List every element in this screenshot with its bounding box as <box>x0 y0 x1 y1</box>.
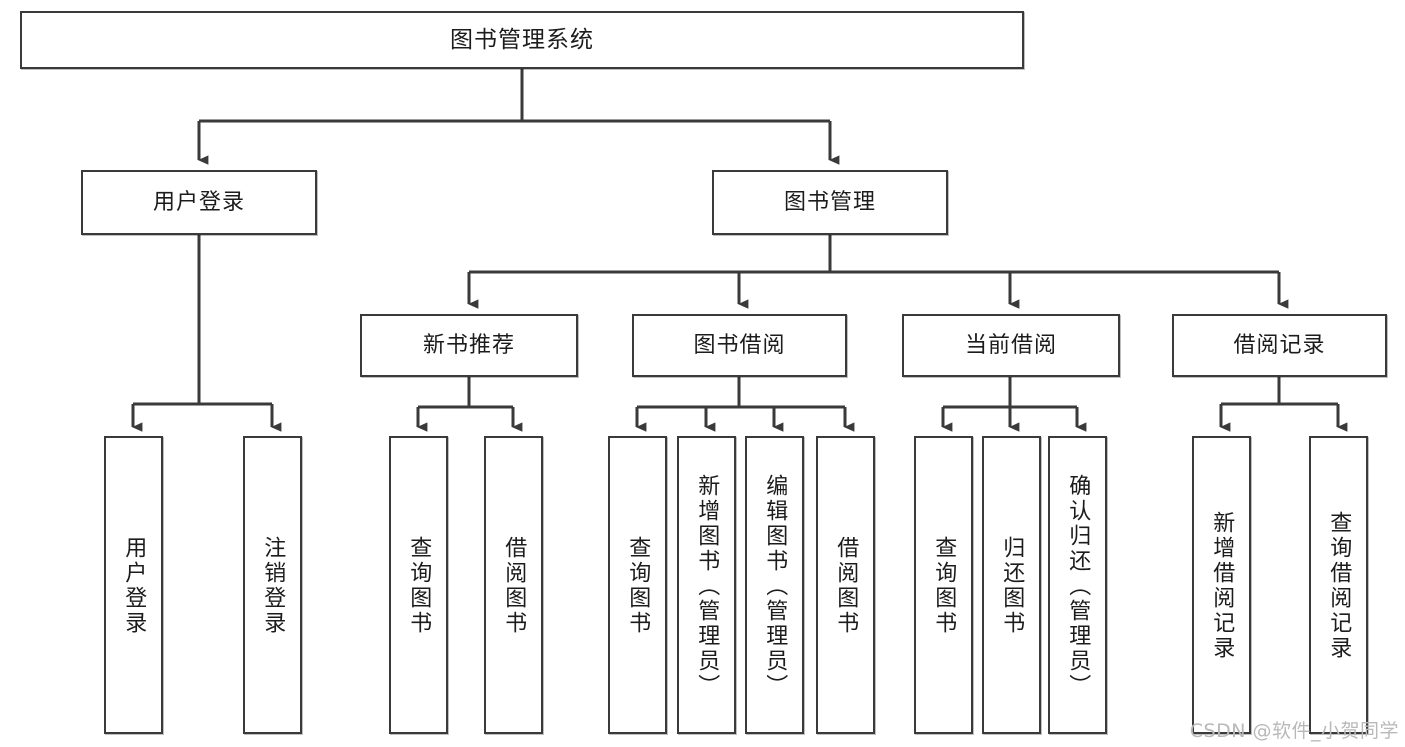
node-label: 注销登录 <box>260 536 286 636</box>
node-label: 编辑图书（管理员） <box>762 473 788 699</box>
node-label: 借阅记录 <box>1233 332 1326 358</box>
node-label: 当前借阅 <box>964 332 1057 358</box>
node-label: 查询图书 <box>931 536 957 636</box>
node-label: 用户登录 <box>121 536 147 636</box>
node-book-borrow[interactable]: 图书借阅 <box>632 314 847 377</box>
leaf-borrow-add-book-admin[interactable]: 新增图书（管理员） <box>677 436 736 734</box>
node-label: 新增图书（管理员） <box>694 473 720 699</box>
leaf-current-confirm-return-admin[interactable]: 确认归还（管理员） <box>1048 436 1107 734</box>
node-label: 图书管理系统 <box>450 26 594 53</box>
leaf-records-query-record[interactable]: 查询借阅记录 <box>1309 436 1368 734</box>
node-label: 查询借阅记录 <box>1326 511 1352 661</box>
node-label: 新书推荐 <box>422 332 515 358</box>
node-label: 借阅图书 <box>833 536 859 636</box>
leaf-borrow-query-book[interactable]: 查询图书 <box>608 436 667 734</box>
node-current-borrow[interactable]: 当前借阅 <box>902 314 1120 377</box>
leaf-current-query-book[interactable]: 查询图书 <box>914 436 973 734</box>
node-label: 查询图书 <box>406 536 432 636</box>
node-label: 查询图书 <box>625 536 651 636</box>
leaf-borrow-edit-book-admin[interactable]: 编辑图书（管理员） <box>745 436 804 734</box>
leaf-user-login-login[interactable]: 用户登录 <box>104 436 163 734</box>
node-label: 图书借阅 <box>693 332 786 358</box>
node-user-login[interactable]: 用户登录 <box>81 170 317 235</box>
csdn-watermark: CSDN @软件_小贺同学 <box>1189 720 1399 742</box>
node-label: 归还图书 <box>999 536 1025 636</box>
node-label: 确认归还（管理员） <box>1065 473 1091 699</box>
node-label: 借阅图书 <box>501 536 527 636</box>
node-label: 用户登录 <box>152 189 245 215</box>
leaf-recommend-borrow-book[interactable]: 借阅图书 <box>484 436 543 734</box>
node-root-system[interactable]: 图书管理系统 <box>20 11 1024 69</box>
leaf-recommend-query-book[interactable]: 查询图书 <box>389 436 448 734</box>
node-label: 图书管理 <box>783 189 876 215</box>
leaf-borrow-borrow-book[interactable]: 借阅图书 <box>816 436 875 734</box>
leaf-user-login-logout[interactable]: 注销登录 <box>243 436 302 734</box>
node-new-book-recommend[interactable]: 新书推荐 <box>360 314 578 377</box>
node-book-management[interactable]: 图书管理 <box>712 170 948 235</box>
node-borrow-records[interactable]: 借阅记录 <box>1172 314 1387 377</box>
leaf-records-add-record[interactable]: 新增借阅记录 <box>1192 436 1251 734</box>
leaf-current-return-book[interactable]: 归还图书 <box>982 436 1041 734</box>
node-label: 新增借阅记录 <box>1209 511 1235 661</box>
